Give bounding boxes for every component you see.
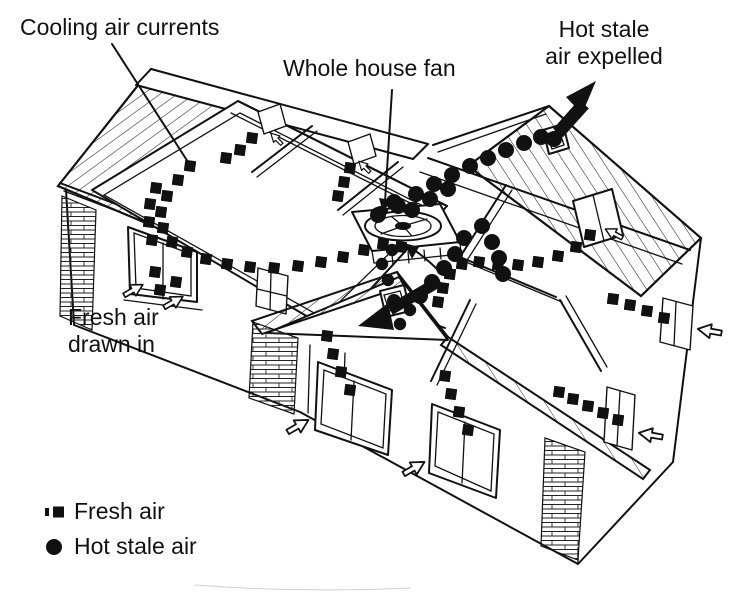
label-fresh-line1: Fresh air [68, 304, 159, 330]
right-roof [432, 104, 703, 298]
legend-fresh-air-label: Fresh air [74, 498, 165, 524]
hot-air-dot-roof-vent [546, 131, 562, 147]
front-window-1 [314, 361, 393, 456]
label-hot-line2: air expelled [545, 43, 663, 69]
label-hot-line1: Hot stale [558, 16, 650, 42]
front-window-2 [428, 403, 501, 499]
fresh-air-trail-right-window-1 [613, 299, 664, 318]
fresh-air-intake-arrow-icon [283, 412, 313, 439]
brick-corner-right [540, 437, 586, 561]
right-window-1 [659, 297, 694, 351]
label-fresh-line2: drawn in [68, 331, 155, 357]
fresh-air-symbol-icon [44, 504, 74, 520]
legend-hot-stale-air-label: Hot stale air [74, 533, 197, 559]
legend-item-hot-stale-air: Hot stale air [44, 529, 197, 564]
legend: Fresh air Hot stale air [44, 494, 197, 564]
gable-exit-arrow-icon [358, 276, 443, 330]
cooling-leader-line [111, 43, 189, 163]
brick-corner-left [59, 195, 97, 331]
hot-air-exit-arrow-icon [553, 81, 596, 138]
label-fan-text: Whole house fan [283, 55, 456, 81]
hot-air-dot-trails [370, 129, 562, 331]
hot-stale-air-symbol-icon [44, 538, 74, 556]
arrows [111, 43, 724, 481]
label-cooling-air-currents: Cooling air currents [20, 14, 219, 41]
ground-line [194, 584, 411, 591]
fan-leader-line [379, 89, 393, 213]
fresh-air-intake-arrow-icon [695, 321, 724, 341]
brick-column-center [248, 321, 299, 415]
back-window-1 [257, 103, 287, 135]
label-hot-stale-air-expelled: Hot stale air expelled [528, 16, 680, 70]
fan-up-arrow-icon [404, 243, 439, 271]
label-whole-house-fan: Whole house fan [283, 55, 456, 82]
fresh-air-intake-arrow-icon [636, 425, 665, 445]
right-window-2 [603, 386, 636, 451]
label-cooling-text: Cooling air currents [20, 14, 220, 40]
legend-item-fresh-air: Fresh air [44, 494, 197, 529]
back-window-2 [347, 133, 377, 165]
label-fresh-air-drawn-in: Fresh air drawn in [68, 304, 159, 358]
small-entry-window [255, 267, 289, 315]
